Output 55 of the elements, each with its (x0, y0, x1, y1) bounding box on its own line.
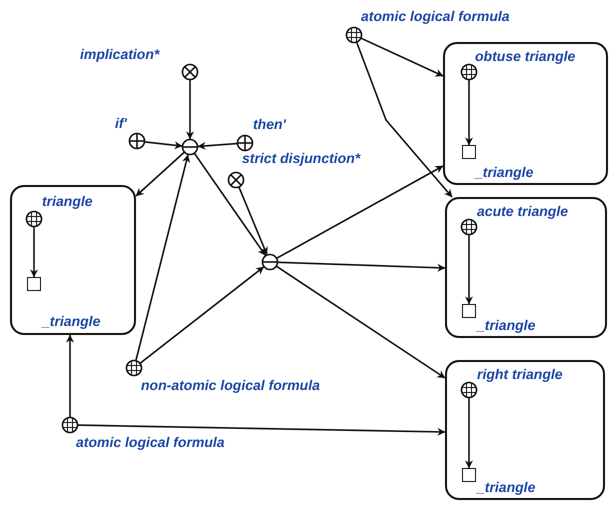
frame-footer-label: _triangle (42, 313, 100, 329)
arrow (465, 235, 473, 304)
frame-title: right triangle (477, 366, 563, 382)
arrow (198, 142, 238, 150)
class-frame (445, 360, 605, 500)
node-label: implication* (80, 46, 160, 62)
frame-title: obtuse triangle (475, 48, 576, 64)
arrow (144, 141, 182, 150)
square-symbol (462, 145, 476, 159)
arrow (465, 80, 473, 146)
arrow (135, 154, 190, 360)
circled-grid-symbol (61, 416, 79, 434)
circled-grid-symbol (25, 210, 43, 228)
class-frame (10, 185, 136, 335)
arrow (465, 398, 473, 468)
arrow (360, 38, 444, 77)
arrow (278, 262, 446, 272)
frame-footer-label: _triangle (477, 479, 536, 495)
circled-cross-symbol (181, 63, 199, 81)
frame-footer-label: _triangle (477, 317, 536, 333)
circled-plus-symbol (236, 134, 254, 152)
circled-grid-symbol (460, 63, 478, 81)
arrow (30, 227, 38, 278)
arrow (356, 42, 453, 198)
arrow (140, 266, 264, 364)
node-label: if' (115, 115, 127, 131)
arrow (194, 153, 266, 256)
arrow (78, 424, 446, 436)
arrow (276, 266, 446, 379)
circled-minus-symbol (261, 253, 279, 271)
class-frame (445, 197, 607, 338)
arrow (135, 152, 185, 197)
node-label: strict disjunction* (242, 150, 360, 166)
frame-title: triangle (42, 193, 93, 209)
node-label: atomic logical formula (76, 434, 225, 450)
circled-grid-symbol (460, 381, 478, 399)
arrow (276, 165, 444, 259)
frame-footer-label: _triangle (475, 164, 534, 180)
square-symbol (462, 304, 476, 318)
arrow (66, 334, 74, 417)
arrow (186, 80, 194, 140)
square-symbol (27, 277, 41, 291)
circled-grid-symbol (460, 218, 478, 236)
circled-grid-symbol (125, 359, 143, 377)
circled-grid-symbol (345, 26, 363, 44)
node-label: atomic logical formula (361, 8, 510, 24)
frame-title: acute triangle (477, 203, 568, 219)
circled-cross-symbol (227, 171, 245, 189)
class-frame (443, 42, 608, 185)
node-label: non-atomic logical formula (141, 377, 320, 393)
arrow (238, 187, 268, 255)
square-symbol (462, 468, 476, 482)
circled-minus-symbol (181, 138, 199, 156)
node-label: then' (253, 116, 286, 132)
circled-plus-symbol (128, 132, 146, 150)
